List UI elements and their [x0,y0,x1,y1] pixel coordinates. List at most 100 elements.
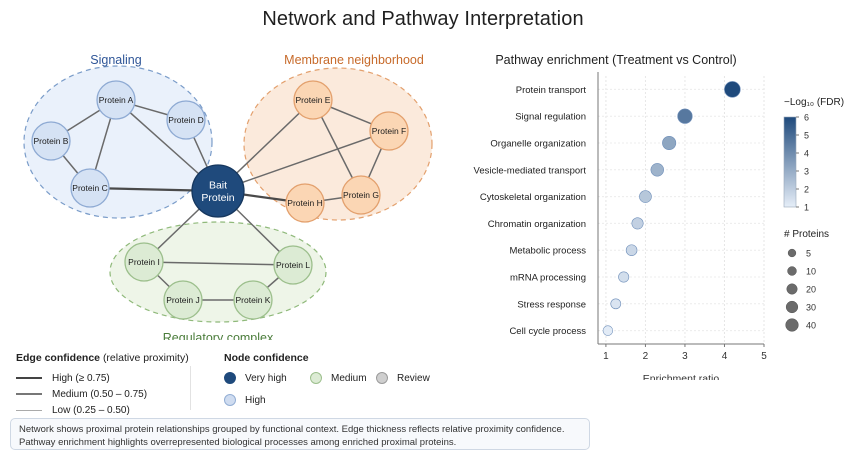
protein-node-d: Protein D [166,100,206,140]
category-label: Cytoskeletal organization [480,192,586,203]
node-circle [124,242,164,282]
enrichment-point [631,217,644,230]
enrichment-point [625,244,638,256]
edge-medium-swatch [16,393,42,395]
protein-node-k: Protein K [233,280,273,320]
enrichment-point [618,271,630,283]
node-label: Protein B [34,136,69,146]
node-label: Protein [201,192,234,204]
node-legend-review: Review [376,370,446,386]
node-circle [273,245,313,285]
category-label: Signal regulation [515,112,586,123]
size-legend-dot [785,318,799,332]
enrichment-point [610,298,622,310]
medium-swatch [310,372,322,384]
group-label-regulatory: Regulatory complex [163,331,274,340]
edge-confidence-legend: Edge confidence (relative proximity) Hig… [16,352,189,418]
size-legend-dot [787,266,797,276]
color-bar [783,116,797,208]
size-legend-title: # Proteins [784,229,829,240]
color-legend-title: −Log₁₀ (FDR) [784,97,844,108]
node-circle [293,80,333,120]
node-legend-title: Node confidence [224,352,309,364]
size-legend-dot [786,283,798,295]
category-label: Cell cycle process [509,326,586,337]
node-label: Protein G [343,190,379,200]
size-legend-dot [787,248,797,258]
size-legend-label: 20 [806,285,816,295]
x-tick-label: 5 [761,351,767,362]
protein-node-h: Protein H [285,183,325,223]
enrichment-point [650,163,664,177]
category-label: Protein transport [516,85,587,96]
protein-node-b: Protein B [31,121,71,161]
high-swatch [224,394,236,406]
color-bar-tick-label: 1 [804,203,809,213]
color-bar-tick-label: 4 [804,149,809,159]
enrichment-point [662,135,677,151]
node-label: Protein E [296,95,331,105]
category-label: Stress response [517,299,586,310]
category-label: Vesicle-mediated transport [474,165,587,176]
x-tick-label: 4 [722,351,728,362]
protein-node-a: Protein A [96,80,136,120]
node-label: Protein L [276,260,310,270]
edge-legend-low: Low (0.25 – 0.50) [16,402,189,418]
caption-line-1: Network shows proximal protein relations… [19,424,565,435]
group-label-membrane: Membrane neighborhood [284,53,424,67]
color-bar-tick-label: 6 [804,113,809,123]
node-label: Protein I [128,257,160,267]
category-label: Organelle organization [490,139,586,150]
edge-low-swatch [16,409,42,411]
node-circle [96,80,136,120]
size-legend-label: 30 [806,303,816,313]
review-swatch [376,372,388,384]
protein-node-e: Protein E [293,80,333,120]
edge-legend-high: High (≥ 0.75) [16,370,189,386]
node-legend-medium: Medium [310,370,376,386]
x-axis-label: Enrichment ratio [643,373,720,380]
category-label: Metabolic process [509,246,586,257]
edge-legend-medium: Medium (0.50 – 0.75) [16,386,189,402]
edge-legend-title: Edge confidence (relative proximity) [16,352,189,364]
node-circle [31,121,71,161]
page-title: Network and Pathway Interpretation [262,8,584,30]
edge-bait-F [217,130,390,192]
enrichment-point [639,190,652,203]
node-confidence-legend: Node confidence Very high Medium Review … [224,352,446,408]
protein-node-f: Protein F [369,111,409,151]
node-circle [163,280,203,320]
node-legend-high: High [224,392,310,408]
size-legend-label: 5 [806,249,811,259]
x-tick-label: 2 [643,351,649,362]
color-bar-tick-label: 3 [804,167,809,177]
edge-high-swatch [16,376,42,380]
very-high-swatch [224,372,236,384]
group-label-signaling: Signaling [90,53,141,67]
node-label: Protein H [287,198,322,208]
node-label: Protein F [372,126,407,136]
enrichment-point [724,81,741,98]
node-circle [191,164,245,218]
node-circle [341,175,381,215]
node-circle [233,280,273,320]
color-bar-tick-label: 5 [804,131,809,141]
figure-caption: Network shows proximal protein relations… [10,418,590,450]
pathway-enrichment-chart: Pathway enrichment (Treatment vs Control… [474,53,845,380]
category-label: Chromatin organization [488,219,586,230]
node-circle [369,111,409,151]
node-label: Protein D [168,115,203,125]
protein-node-g: Protein G [341,175,381,215]
caption-line-2: Pathway enrichment highlights overrepres… [19,437,457,448]
protein-node-l: Protein L [273,245,313,285]
group-region-signaling [23,65,213,219]
protein-node-i: Protein I [124,242,164,282]
category-label: mRNA processing [510,273,586,284]
size-legend-label: 10 [806,267,816,277]
group-region-membrane [243,67,433,221]
node-label: Bait [209,179,227,191]
node-circle [70,168,110,208]
node-legend-very-high: Very high [224,370,310,386]
chart-title: Pathway enrichment (Treatment vs Control… [495,53,736,67]
